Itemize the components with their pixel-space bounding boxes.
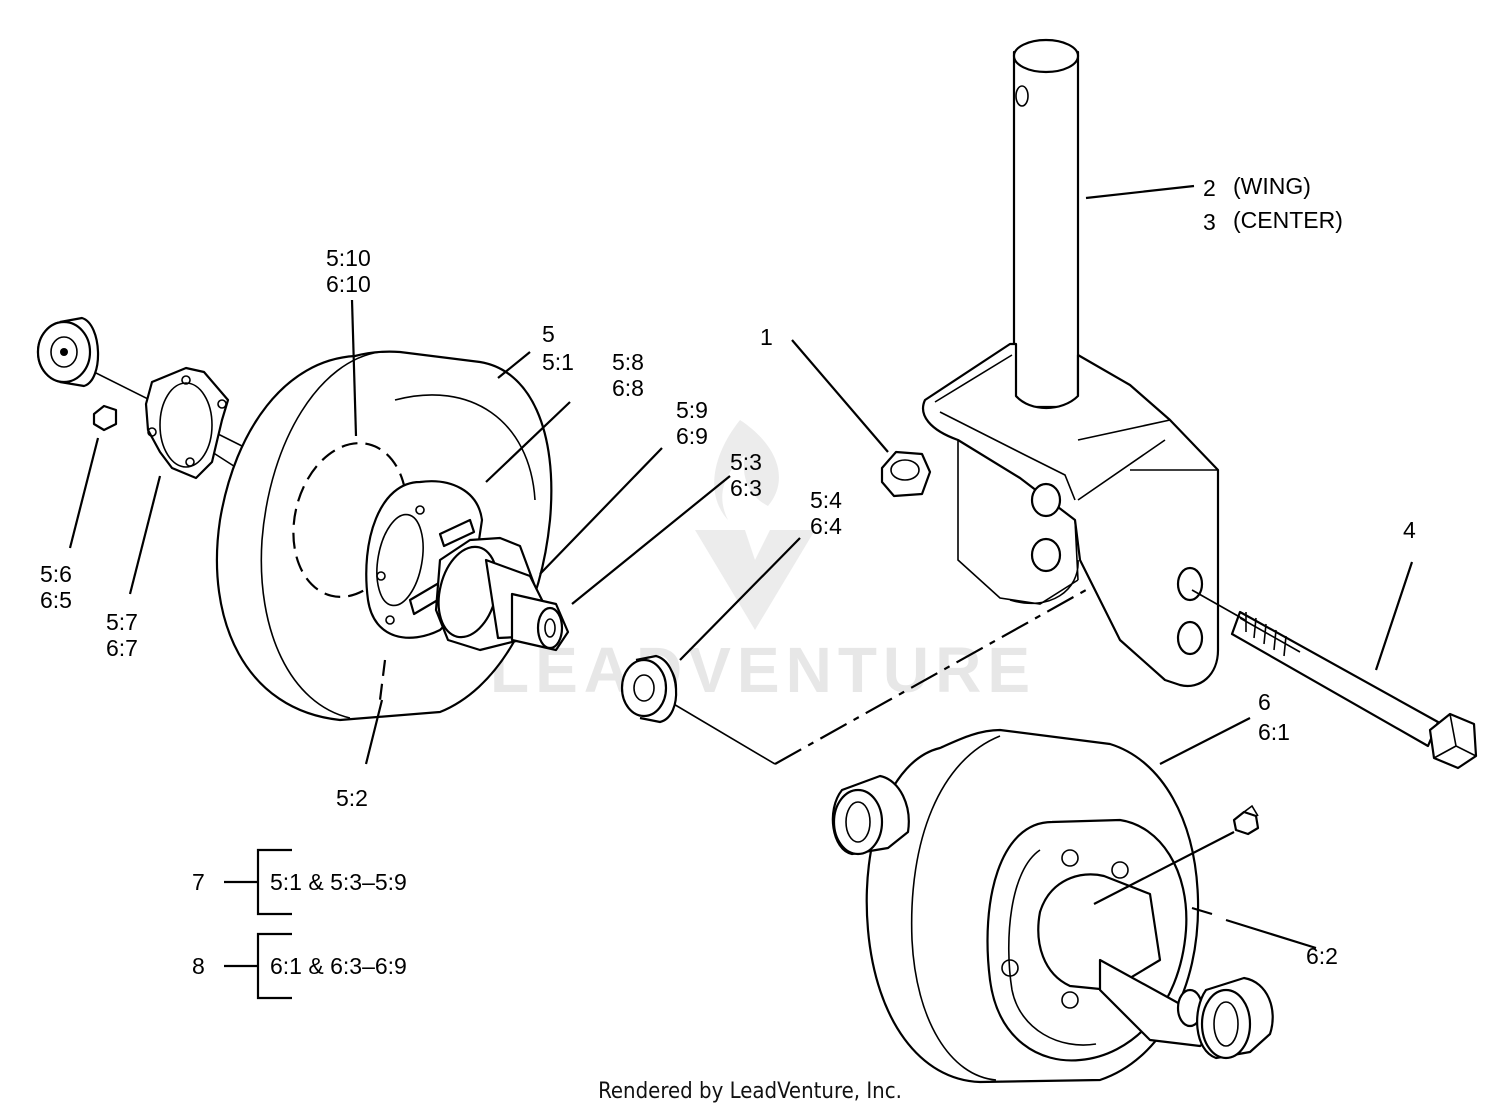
kit-legend: 7 5:1 & 5:3–5:9 8 6:1 & 6:3–6:9 (192, 848, 407, 1000)
part-labels: 2 (WING) 3 (CENTER) 1 4 5 5:1 5:10 6:10 … (40, 173, 1416, 969)
label-4: 4 (1403, 517, 1416, 543)
small-nut (92, 404, 118, 432)
label-5-1: 5:1 (542, 349, 574, 375)
label-5-6: 5:6 (40, 561, 72, 587)
bearing-left (36, 316, 100, 388)
label-6-10: 6:10 (326, 271, 371, 297)
label-center: (CENTER) (1233, 207, 1343, 233)
label-6: 6 (1258, 689, 1271, 715)
caster-fork-assembly (922, 38, 1220, 688)
kit-7-contents: 5:1 & 5:3–5:9 (270, 869, 407, 895)
watermark-v-icon (695, 530, 815, 630)
watermark-text: LEADVENTURE (490, 634, 1036, 706)
caster-bolt (1230, 610, 1478, 770)
label-6-2: 6:2 (1306, 943, 1338, 969)
label-5: 5 (542, 321, 555, 347)
label-6-5: 6:5 (40, 587, 72, 613)
label-1: 1 (760, 324, 773, 350)
lock-nut (880, 450, 932, 498)
label-6-3: 6:3 (730, 475, 762, 501)
label-2: 2 (1203, 175, 1216, 201)
label-5-7: 5:7 (106, 609, 138, 635)
seal-lower (1196, 976, 1274, 1060)
credit-text: Rendered by LeadVenture, Inc. (598, 1079, 902, 1104)
label-wing: (WING) (1233, 173, 1311, 199)
watermark: LEADVENTURE (490, 420, 1036, 706)
label-6-8: 6:8 (612, 375, 644, 401)
label-6-9: 6:9 (676, 423, 708, 449)
label-5-8: 5:8 (612, 349, 644, 375)
kit-8-number: 8 (192, 953, 205, 979)
flange-plate (144, 366, 230, 480)
lower-wheel-assembly (865, 728, 1209, 1084)
label-5-3: 5:3 (730, 449, 762, 475)
grease-fitting (1232, 804, 1260, 836)
leader-lines (68, 184, 1414, 950)
label-6-1: 6:1 (1258, 719, 1290, 745)
lower-wheel-hub (1037, 873, 1162, 992)
upper-wheel-assembly (215, 350, 570, 722)
watermark-flame-icon (714, 420, 779, 520)
label-5-2: 5:2 (336, 785, 368, 811)
label-6-7: 6:7 (106, 635, 138, 661)
kit-7: 7 5:1 & 5:3–5:9 (192, 848, 407, 916)
label-5-4: 5:4 (810, 487, 842, 513)
label-5-10: 5:10 (326, 245, 371, 271)
label-3: 3 (1203, 209, 1216, 235)
kit-8-contents: 6:1 & 6:3–6:9 (270, 953, 407, 979)
label-5-9: 5:9 (676, 397, 708, 423)
bearing-right (620, 654, 678, 724)
kit-7-number: 7 (192, 869, 205, 895)
label-6-4: 6:4 (810, 513, 842, 539)
kit-8: 8 6:1 & 6:3–6:9 (192, 932, 407, 1000)
caster-fork (922, 342, 1220, 688)
seal-upper (831, 774, 910, 856)
